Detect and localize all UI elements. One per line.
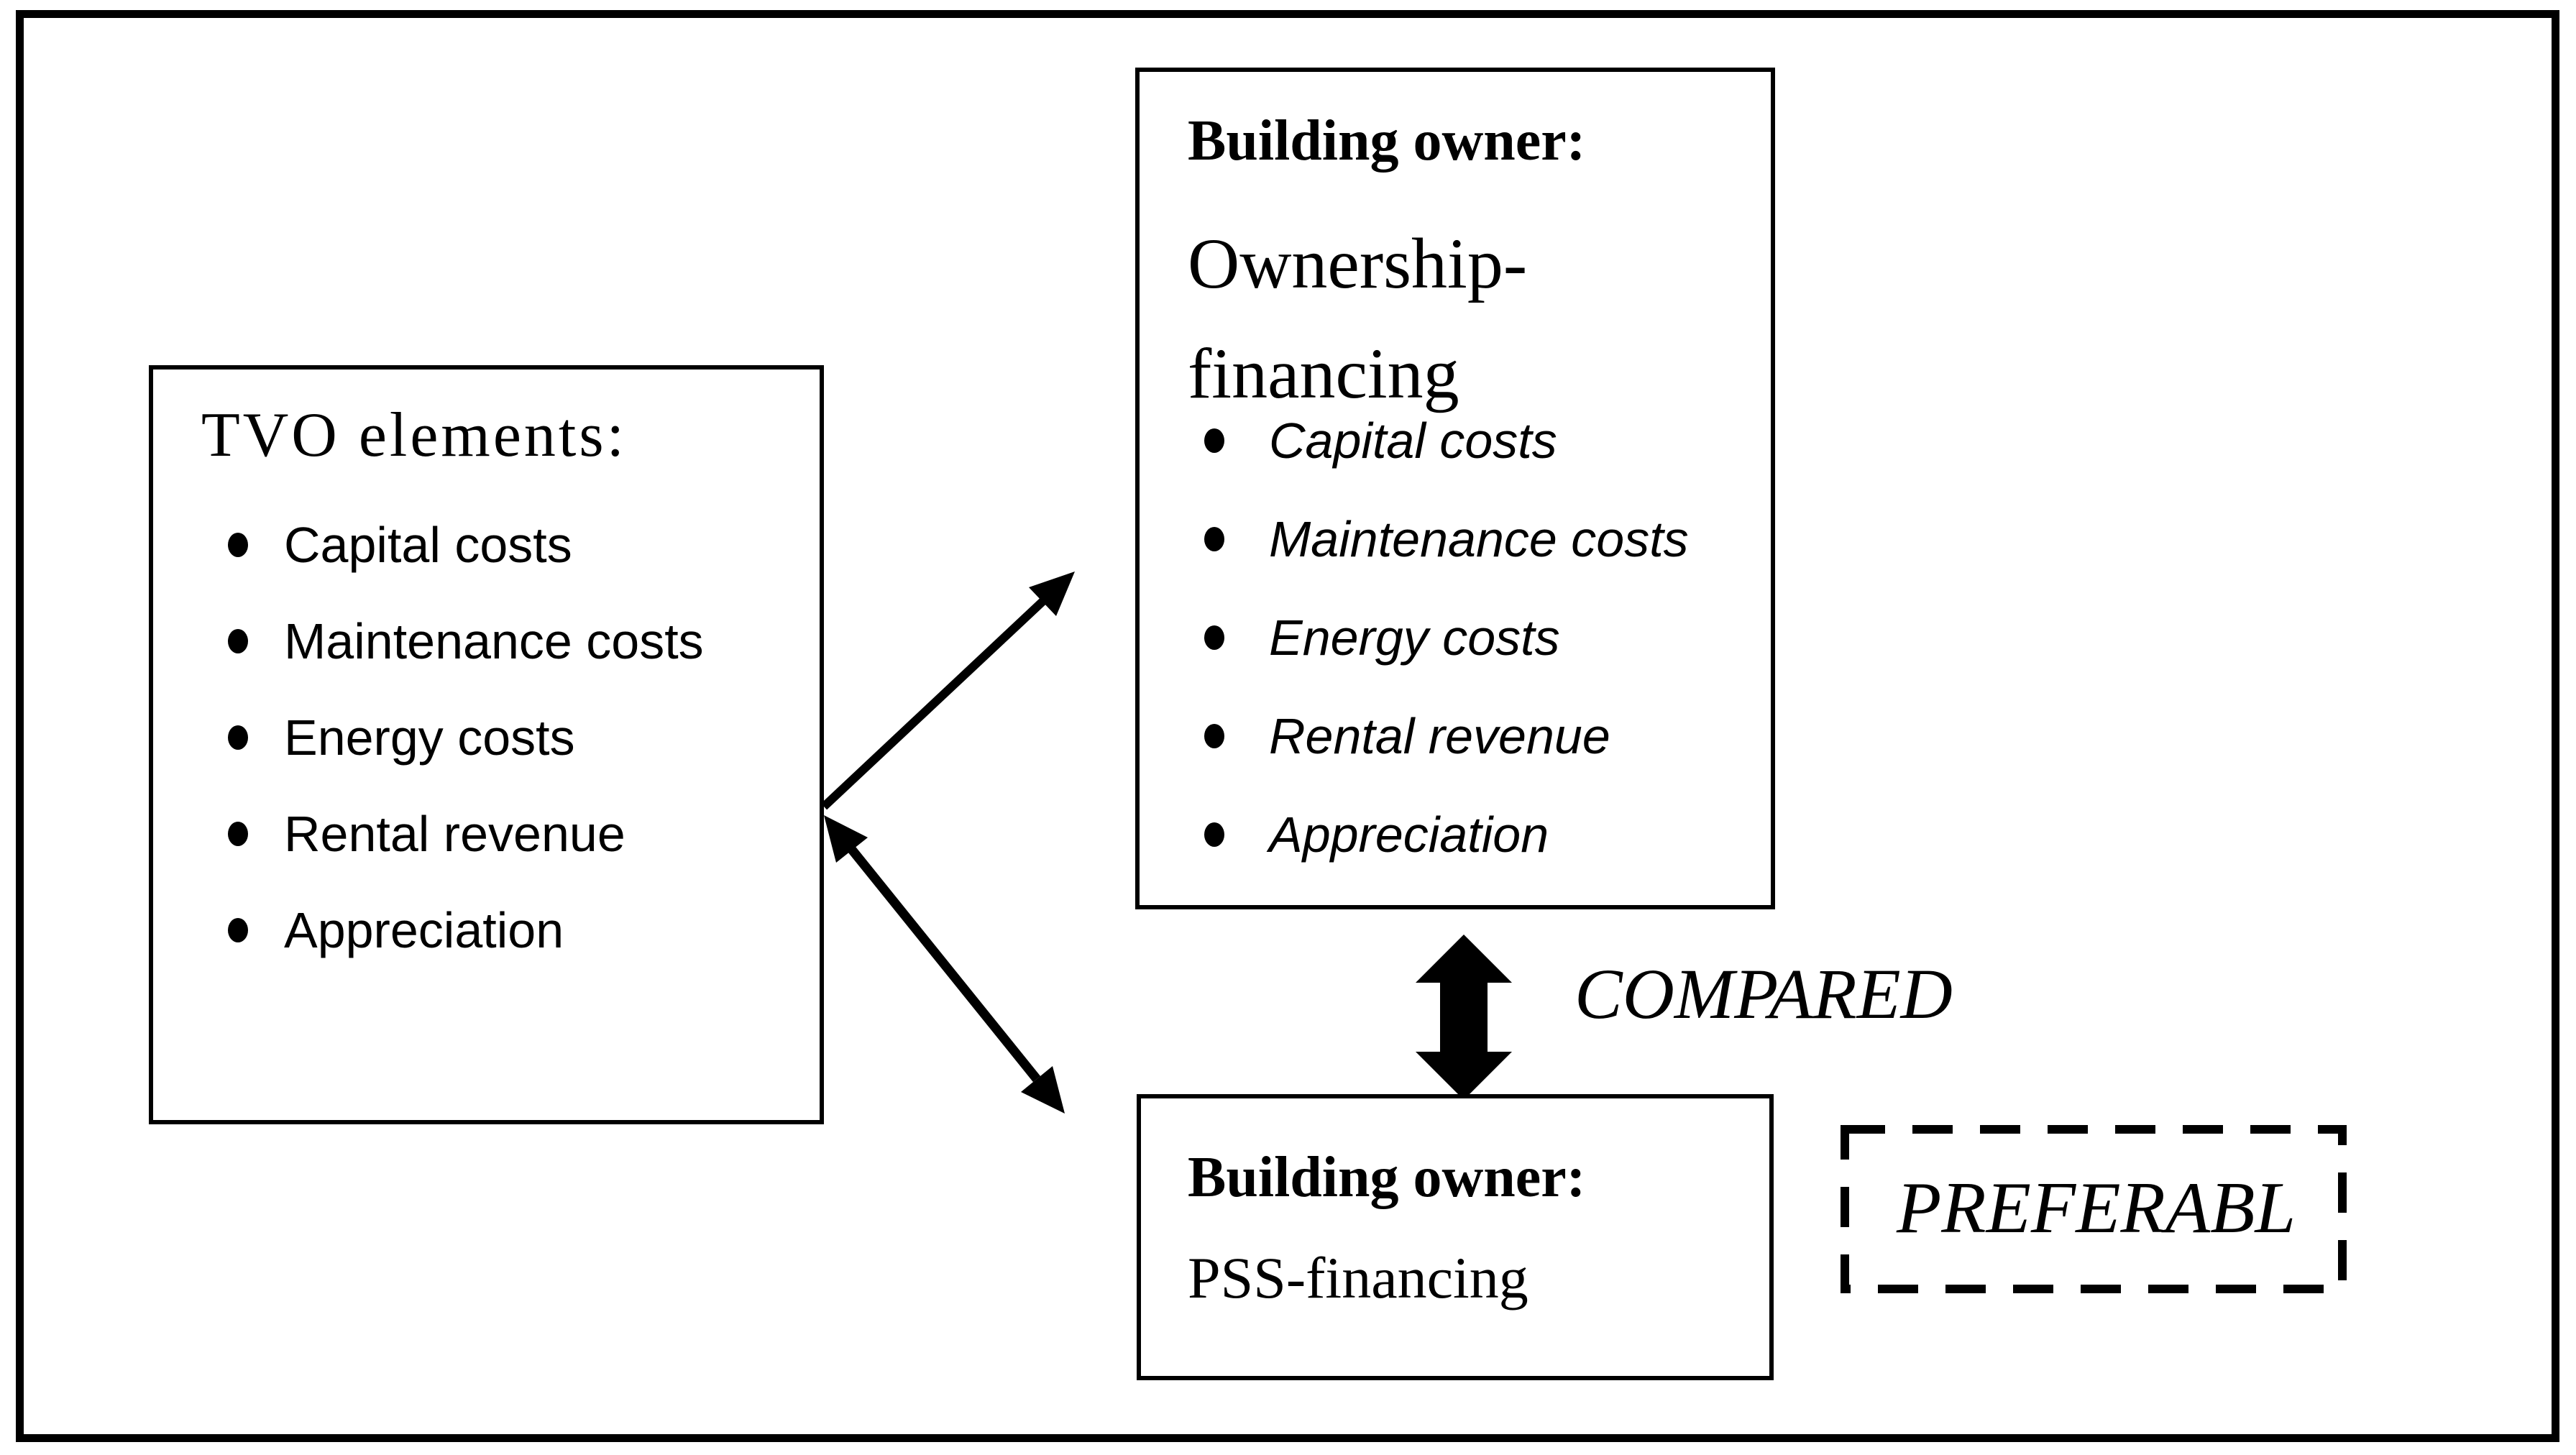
list-item-label: Appreciation bbox=[1269, 807, 1549, 863]
list-item: Appreciation bbox=[1204, 799, 1549, 871]
bullet-icon bbox=[1204, 527, 1224, 551]
pss-box-title: Building owner: bbox=[1188, 1146, 1586, 1209]
bullet-icon bbox=[228, 918, 248, 942]
tvo-elements-box bbox=[149, 365, 824, 1124]
list-item: Maintenance costs bbox=[1204, 503, 1689, 575]
ownership-box-title: Building owner: bbox=[1188, 109, 1586, 173]
list-item: Capital costs bbox=[1204, 405, 1557, 477]
list-item-label: Maintenance costs bbox=[284, 613, 704, 669]
figure-border bbox=[16, 10, 2559, 1442]
list-item: Rental revenue bbox=[228, 798, 625, 870]
list-item-label: Maintenance costs bbox=[1269, 511, 1689, 567]
bullet-icon bbox=[228, 629, 248, 653]
bullet-icon bbox=[228, 725, 248, 750]
bullet-icon bbox=[1204, 428, 1224, 453]
list-item-label: Energy costs bbox=[284, 710, 575, 766]
pss-financing-box bbox=[1137, 1094, 1774, 1380]
list-item-label: Capital costs bbox=[284, 517, 572, 573]
bullet-icon bbox=[1204, 625, 1224, 650]
tvo-box-title: TVO elements: bbox=[201, 400, 628, 470]
compared-label: COMPARED bbox=[1575, 954, 1953, 1034]
list-item-label: Capital costs bbox=[1269, 413, 1557, 469]
list-item: Maintenance costs bbox=[228, 605, 704, 677]
preferable-label: PREFERABL bbox=[1897, 1167, 2296, 1249]
list-item: Energy costs bbox=[228, 702, 575, 774]
list-item: Appreciation bbox=[228, 894, 564, 966]
pss-box-subtitle: PSS-financing bbox=[1188, 1245, 1528, 1311]
list-item-label: Rental revenue bbox=[284, 806, 625, 862]
bullet-icon bbox=[1204, 724, 1224, 748]
list-item-label: Rental revenue bbox=[1269, 708, 1610, 764]
ownership-box-subtitle-line2: financing bbox=[1188, 334, 1459, 413]
list-item-label: Appreciation bbox=[284, 902, 564, 958]
bullet-icon bbox=[1204, 822, 1224, 847]
bullet-icon bbox=[228, 822, 248, 846]
list-item: Energy costs bbox=[1204, 602, 1560, 674]
list-item: Rental revenue bbox=[1204, 700, 1610, 772]
ownership-box-subtitle-line1: Ownership- bbox=[1188, 224, 1528, 303]
bullet-icon bbox=[228, 533, 248, 557]
list-item: Capital costs bbox=[228, 509, 572, 581]
list-item-label: Energy costs bbox=[1269, 610, 1560, 666]
ownership-financing-box bbox=[1135, 68, 1775, 909]
